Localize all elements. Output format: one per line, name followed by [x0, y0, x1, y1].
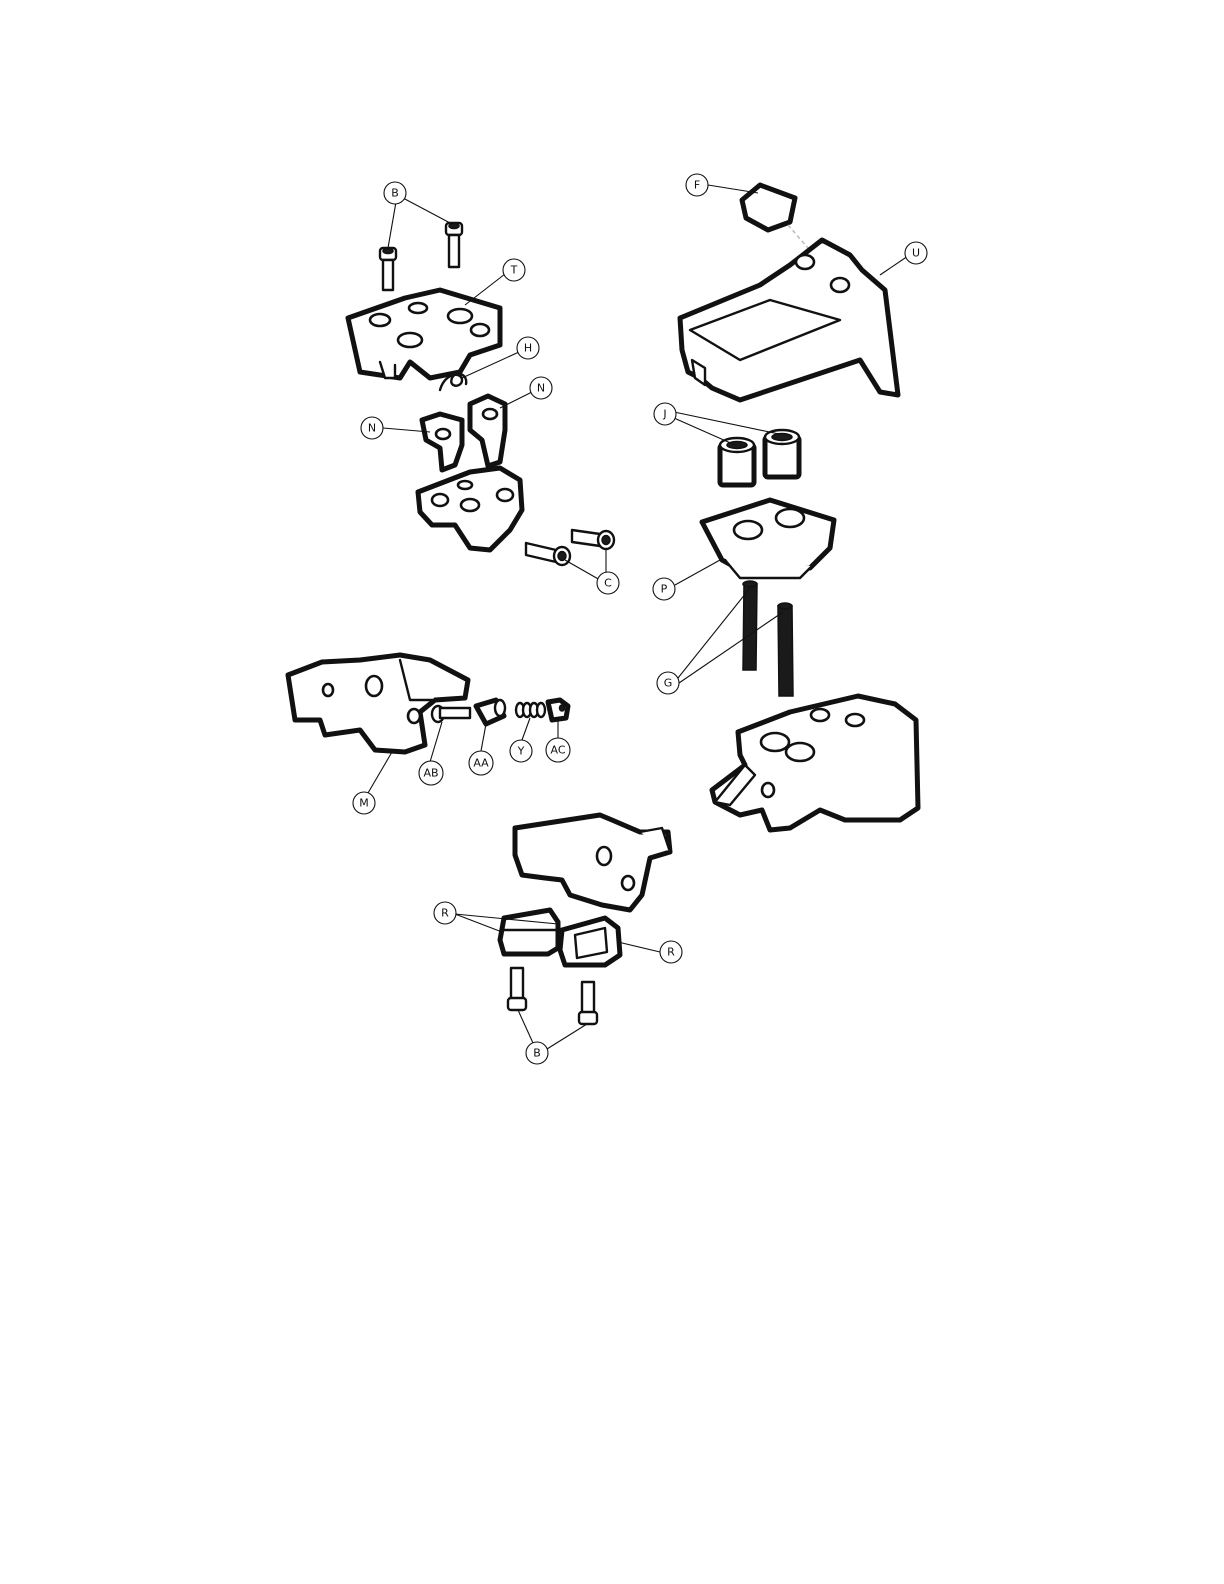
- part-u-cover: [680, 240, 898, 400]
- svg-text:P: P: [661, 583, 668, 596]
- svg-text:R: R: [441, 907, 449, 920]
- part-p-plate: [702, 500, 834, 578]
- part-j-spacer-right: [765, 430, 799, 477]
- callout-p: P: [653, 578, 675, 600]
- svg-text:R: R: [667, 946, 675, 959]
- part-aa-bushing: [476, 700, 505, 724]
- part-r-block-right: [560, 918, 620, 965]
- callout-r-right: R: [660, 941, 682, 963]
- screw-b-bottom-right: [579, 982, 597, 1024]
- part-j-spacer-left: [720, 438, 754, 485]
- callout-ac: AC: [546, 738, 570, 762]
- svg-text:H: H: [524, 342, 532, 355]
- callout-u: U: [905, 242, 927, 264]
- callout-ab: AB: [419, 761, 443, 785]
- part-n-left: [422, 414, 462, 470]
- svg-text:B: B: [533, 1047, 541, 1060]
- svg-text:F: F: [694, 179, 700, 192]
- svg-text:G: G: [664, 677, 673, 690]
- callout-h: H: [517, 337, 539, 359]
- svg-text:N: N: [537, 382, 545, 395]
- part-lower-assembly: [515, 815, 670, 910]
- callout-n-right: N: [530, 377, 552, 399]
- callout-t: T: [503, 259, 525, 281]
- part-t-block: [348, 290, 500, 378]
- screw-b-top-left: [380, 248, 396, 290]
- svg-text:Y: Y: [517, 745, 525, 758]
- callout-g: G: [657, 672, 679, 694]
- svg-text:U: U: [912, 247, 920, 260]
- part-lower-housing-top-left: [418, 468, 522, 550]
- callout-f: F: [686, 174, 708, 196]
- part-g-rod-right: [778, 603, 793, 696]
- part-ab-pin: [432, 706, 470, 722]
- part-main-body-right: [712, 696, 918, 830]
- svg-text:AA: AA: [473, 757, 489, 770]
- part-m-housing: [288, 655, 468, 752]
- screw-b-bottom-left: [508, 968, 526, 1010]
- part-r-block-left: [500, 910, 558, 954]
- svg-text:J: J: [662, 408, 666, 421]
- callout-b-bottom: B: [526, 1042, 548, 1064]
- callout-c: C: [597, 572, 619, 594]
- callout-y: Y: [510, 740, 532, 762]
- svg-text:C: C: [604, 577, 612, 590]
- screw-c-lower: [526, 543, 570, 565]
- svg-text:B: B: [391, 187, 399, 200]
- svg-text:N: N: [368, 422, 376, 435]
- callout-b-top: B: [384, 182, 406, 204]
- svg-text:AB: AB: [423, 767, 438, 780]
- callout-n-left: N: [361, 417, 383, 439]
- callout-j: J: [654, 403, 676, 425]
- part-y-spring: [516, 703, 545, 717]
- svg-text:AC: AC: [550, 744, 565, 757]
- svg-text:M: M: [359, 797, 369, 810]
- screw-c-upper: [572, 530, 614, 549]
- callout-aa: AA: [469, 751, 493, 775]
- part-ac-cap: [548, 700, 568, 720]
- svg-text:T: T: [510, 264, 518, 277]
- callout-r-left: R: [434, 902, 456, 924]
- screw-b-top-right: [446, 223, 462, 267]
- callout-m: M: [353, 792, 375, 814]
- part-n-right: [470, 396, 505, 466]
